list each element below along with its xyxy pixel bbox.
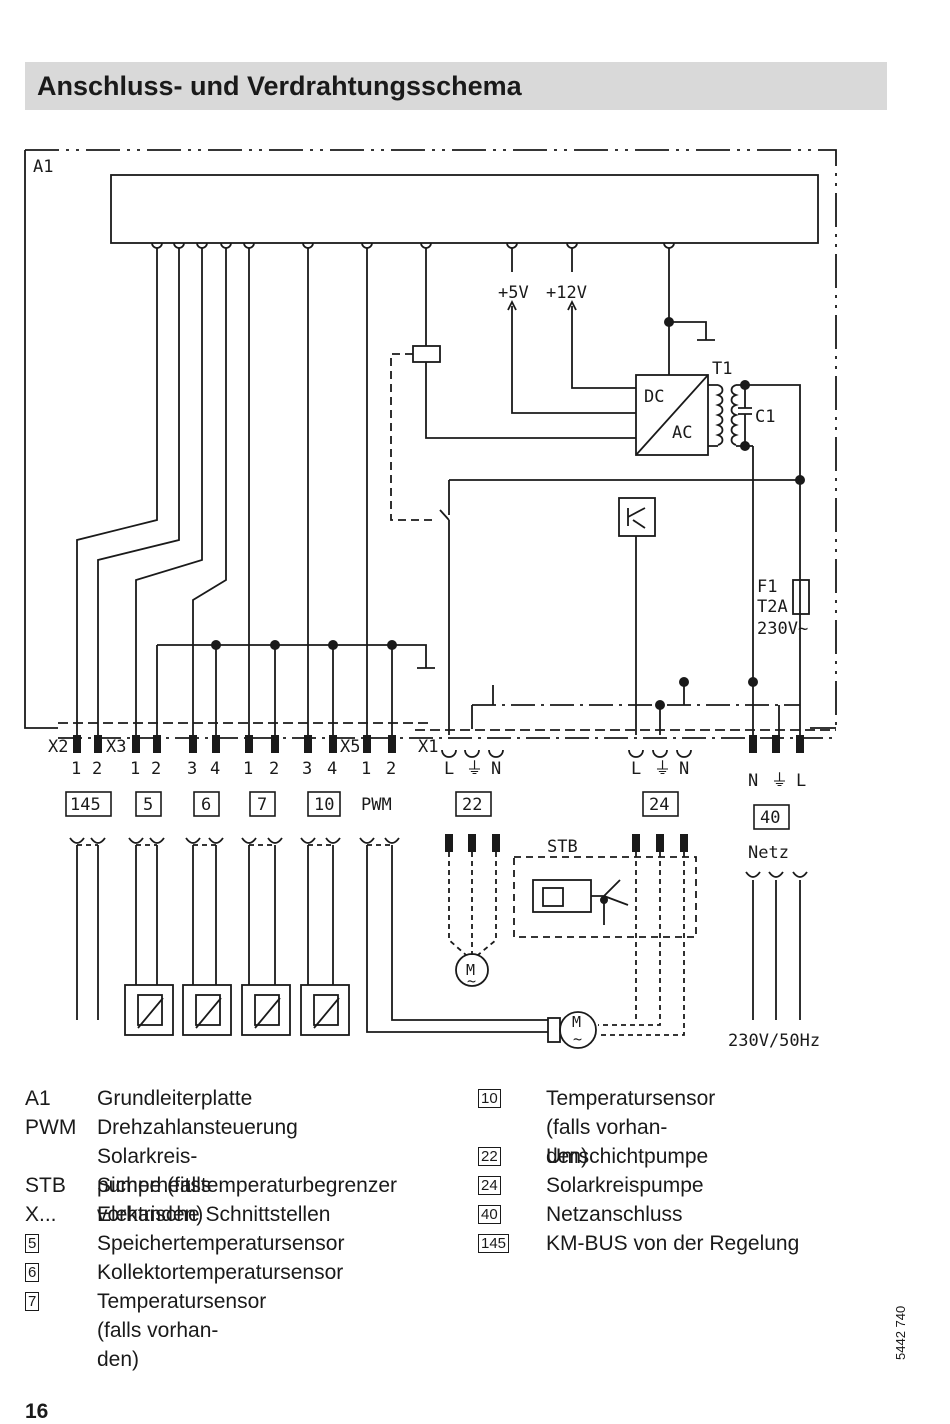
pin-label: ⏚ — [654, 759, 671, 779]
pin-label: 4 — [210, 759, 220, 779]
legend-key: 7 — [25, 1292, 40, 1311]
legend-key: 6 — [25, 1263, 40, 1282]
transformer-label: T1 — [712, 359, 732, 379]
legend-text: Temperatursensor (falls vorhan- den) — [546, 1087, 716, 1168]
main-board — [110, 174, 819, 244]
box-10: 10 — [314, 795, 334, 815]
motor-24-tilde: ~ — [573, 1030, 582, 1048]
box-5: 5 — [143, 795, 153, 815]
box-7: 7 — [257, 795, 267, 815]
legend-text: Sicherheitstemperaturbegrenzer — [97, 1174, 397, 1197]
pin-label: N — [679, 759, 689, 779]
pin-label: 1 — [361, 759, 371, 779]
box-40: 40 — [760, 808, 780, 828]
motor-22-tilde: ~ — [467, 972, 476, 990]
pin-label: 2 — [269, 759, 279, 779]
converter-ac: AC — [672, 423, 692, 443]
connector-x1: X1 — [418, 737, 438, 757]
pin-label: 4 — [327, 759, 337, 779]
legend-key: 40 — [478, 1205, 501, 1224]
pin-label: L — [444, 759, 454, 779]
legend-text: Kollektortemperatursensor — [97, 1261, 344, 1284]
fuse-label-f1: F1 — [757, 577, 777, 597]
connector-plugs — [73, 735, 804, 852]
legend-key: 5 — [25, 1234, 40, 1253]
section-title-bar: Anschluss- und Verdrahtungsschema — [25, 62, 887, 110]
pin-label: N — [748, 771, 758, 791]
page-number: 16 — [25, 1400, 49, 1423]
a1-frame — [25, 149, 837, 728]
legend-key: 22 — [478, 1147, 501, 1166]
legend-key: 24 — [478, 1176, 501, 1195]
voltage-5v: +5V — [498, 283, 529, 303]
dc-ac-converter — [635, 374, 709, 456]
box-145: 145 — [70, 795, 101, 815]
pin-label: L — [796, 771, 806, 791]
legend-key: 145 — [478, 1234, 510, 1253]
wiring-diagram: A1 +5V +12V DC AC T1 C1 F1 T2A 230V~ X2 … — [24, 149, 837, 1051]
legend-text: Grundleiterplatte — [97, 1087, 253, 1110]
connector-x2: X2 — [48, 737, 68, 757]
board-terminals — [151, 242, 675, 249]
legend-key: STB — [25, 1174, 66, 1197]
capacitor-label: C1 — [755, 407, 775, 427]
fuse-label-voltage: 230V~ — [757, 619, 808, 639]
pin-label: 2 — [151, 759, 161, 779]
pin-label: N — [491, 759, 501, 779]
pin-label: 1 — [71, 759, 81, 779]
legend-text: Netzanschluss — [546, 1203, 683, 1226]
pin-label: 3 — [302, 759, 312, 779]
pin-label: L — [631, 759, 641, 779]
legend-key: X... — [25, 1203, 57, 1226]
stb-label: STB — [547, 837, 578, 857]
legend-key: 10 — [478, 1089, 501, 1108]
legend-text: KM-BUS von der Regelung — [546, 1232, 800, 1255]
mains-rating: 230V/50Hz — [728, 1031, 820, 1051]
pin-label: 1 — [130, 759, 140, 779]
pin-label: 2 — [386, 759, 396, 779]
motor-22-m: M — [466, 961, 475, 979]
document-number: 5442 740 — [893, 1305, 908, 1360]
junction-dots — [211, 317, 805, 904]
motor-24-m: M — [572, 1013, 581, 1031]
pin-label: 3 — [187, 759, 197, 779]
legend-text: Umschichtpumpe — [546, 1145, 709, 1168]
fuse-label-rating: T2A — [757, 597, 788, 617]
connector-x5: X5 — [340, 737, 360, 757]
legend-key: PWM — [25, 1116, 77, 1139]
connector-x3: X3 — [106, 737, 126, 757]
legend-left: A1 Grundleiterplatte PWM Drehzahlansteue… — [25, 1084, 465, 1371]
legend-key: A1 — [25, 1087, 51, 1110]
voltage-12v: +12V — [546, 283, 587, 303]
legend-text: Elektrische Schnittstellen — [97, 1203, 331, 1226]
box-6: 6 — [201, 795, 211, 815]
board-label: A1 — [33, 157, 53, 177]
pin-label: ⏚ — [466, 759, 483, 779]
page-title: Anschluss- und Verdrahtungsschema — [37, 71, 522, 101]
pump-22-motor — [455, 953, 489, 987]
legend-right: 10 Temperatursensor (falls vorhan- den) … — [478, 1084, 898, 1284]
box-22: 22 — [462, 795, 482, 815]
box-24: 24 — [649, 795, 669, 815]
netz-label: Netz — [748, 843, 789, 863]
legend-text: Temperatursensor (falls vorhan- den) — [97, 1290, 267, 1371]
legend-text: Speichertemperatursensor — [97, 1232, 345, 1255]
pin-label: 2 — [92, 759, 102, 779]
pwm-label: PWM — [361, 795, 392, 815]
pin-label: ⏚ — [771, 771, 788, 791]
legend-text: Drehzahlansteuerung Solarkreis- pumpe (f… — [97, 1116, 298, 1226]
pin-label: 1 — [243, 759, 253, 779]
legend-text: Solarkreispumpe — [546, 1174, 704, 1197]
converter-dc: DC — [644, 387, 664, 407]
